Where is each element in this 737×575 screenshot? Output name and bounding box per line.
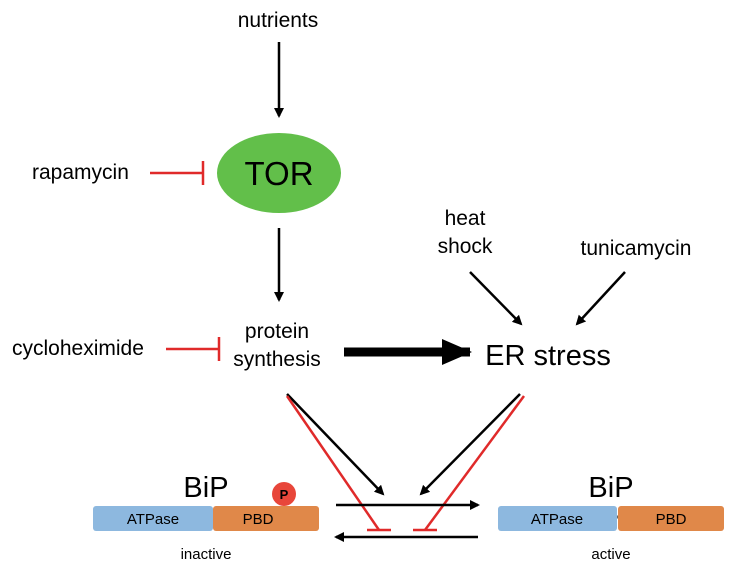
- rapamycin-inhibit-line: [150, 161, 205, 185]
- bip-inactive-atpase-label: ATPase: [127, 511, 179, 528]
- tor-node: [217, 133, 341, 213]
- cycloheximide-label: cycloheximide: [12, 337, 144, 360]
- bip-active-pbd-label: PBD: [656, 511, 687, 528]
- phosphorylation-badge: [272, 482, 296, 506]
- er-stress-inhibit-line: [413, 395, 526, 532]
- tunicamycin-to-er-stress-arrow: [575, 271, 626, 326]
- protein-synthesis-label-line2: synthesis: [233, 348, 321, 371]
- bip-active-title: BiP: [588, 472, 633, 504]
- bip-inactive-pbd-label: PBD: [243, 511, 274, 528]
- cycloheximide-inhibit-line: [166, 337, 221, 361]
- bip-active-atpase-label: ATPase: [531, 511, 583, 528]
- protein-synthesis-inhibit-line: [285, 395, 391, 532]
- protein-synthesis-label-line1: protein: [245, 320, 309, 343]
- bip-active-atpase-domain: [498, 506, 617, 531]
- phosphorylation-badge-label: P: [280, 487, 289, 502]
- er-stress-label: ER stress: [485, 340, 611, 372]
- heat-shock-label-line2: shock: [438, 235, 493, 258]
- bip-active-state-label: active: [591, 546, 630, 563]
- bip-inactive-atpase-domain: [93, 506, 213, 531]
- protein-synthesis-activation-arrow: [286, 393, 385, 496]
- heat-shock-to-er-stress-arrow: [469, 271, 523, 326]
- rapamycin-label: rapamycin: [32, 161, 129, 184]
- heat-shock-label-line1: heat: [445, 207, 486, 230]
- er-stress-activation-arrow: [419, 393, 521, 496]
- bip-inactive-title: BiP: [183, 472, 228, 504]
- tor-label: TOR: [244, 155, 313, 192]
- bip-inactive-state-label: inactive: [181, 546, 232, 563]
- bip-inactive-pbd-domain: [213, 506, 319, 531]
- bip-active-pbd-domain: [618, 506, 724, 531]
- tunicamycin-label: tunicamycin: [581, 237, 692, 260]
- nutrients-label: nutrients: [238, 9, 319, 32]
